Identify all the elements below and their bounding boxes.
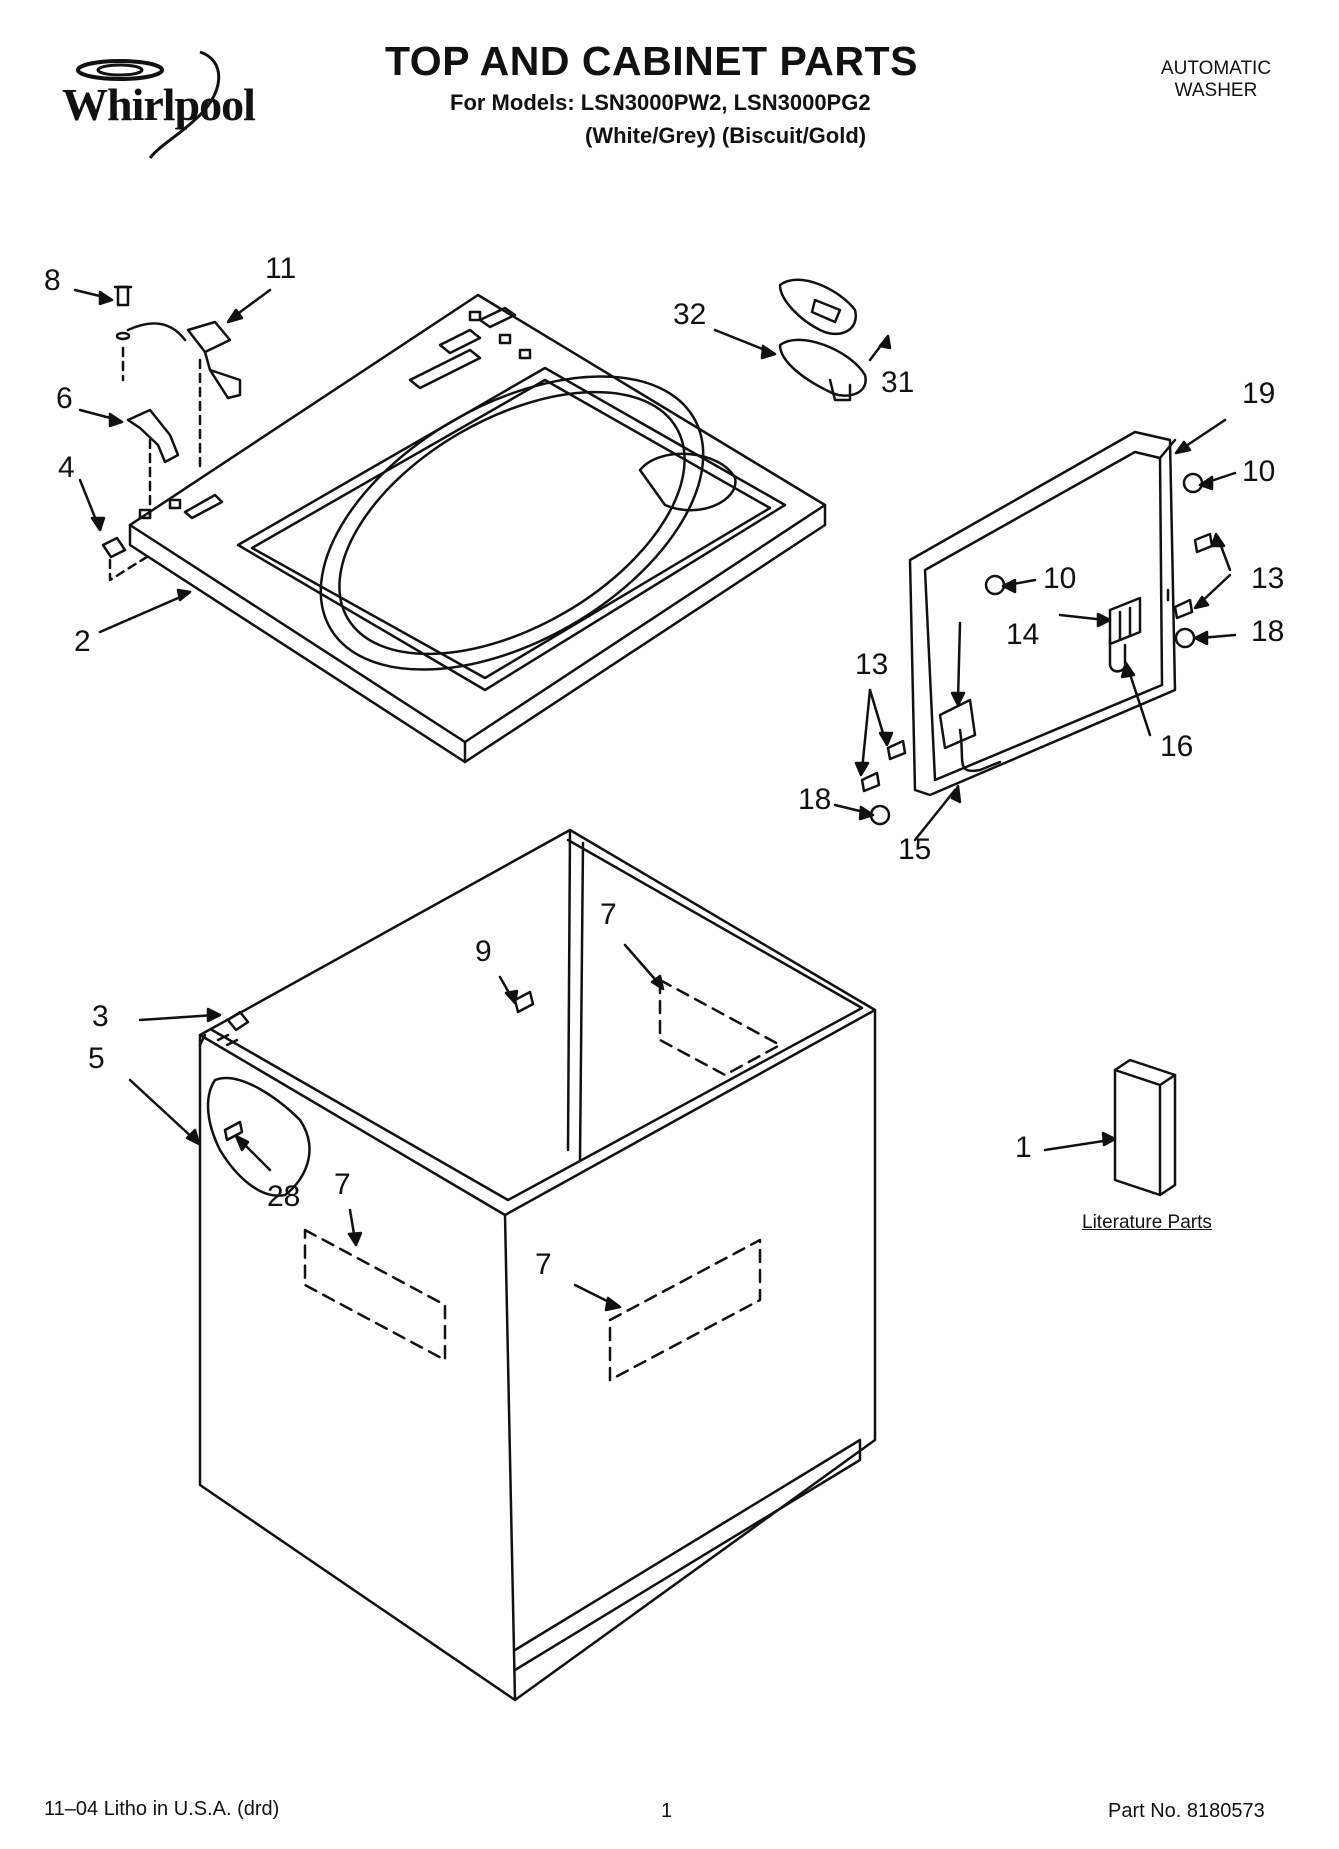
callout-2: 2 bbox=[74, 625, 91, 658]
callout-28: 28 bbox=[267, 1180, 301, 1213]
callout-1: 1 bbox=[1015, 1131, 1032, 1164]
callout-8: 8 bbox=[44, 264, 61, 297]
clip-nut-drawing bbox=[101, 536, 152, 582]
callout-11: 11 bbox=[265, 252, 297, 285]
page-title: TOP AND CABINET PARTS bbox=[385, 38, 918, 84]
callout-13-right: 13 bbox=[1251, 562, 1285, 595]
callout-10-right: 10 bbox=[1242, 455, 1276, 488]
callout-4: 4 bbox=[58, 451, 75, 484]
literature-drawing bbox=[1113, 1058, 1177, 1197]
footer-litho: 11–04 Litho in U.S.A. (drd) bbox=[44, 1798, 280, 1820]
callout-14: 14 bbox=[1006, 618, 1040, 651]
leader-lines bbox=[73, 288, 1237, 1312]
callout-10-left: 10 bbox=[1043, 562, 1077, 595]
callout-5: 5 bbox=[88, 1042, 105, 1075]
hinge-clip-drawing bbox=[126, 408, 180, 522]
callout-19: 19 bbox=[1242, 377, 1276, 410]
product-type-line1: AUTOMATIC bbox=[1160, 58, 1272, 79]
page-number: 1 bbox=[661, 1800, 673, 1822]
callout-3: 3 bbox=[92, 1000, 109, 1033]
callout-31: 31 bbox=[881, 366, 915, 399]
washer-top-drawing bbox=[128, 293, 827, 764]
callout-9: 9 bbox=[475, 935, 492, 968]
cabinet-drawing bbox=[198, 828, 877, 1702]
callout-18-right: 18 bbox=[1251, 615, 1285, 648]
callout-6: 6 bbox=[56, 382, 73, 415]
whirlpool-logo bbox=[76, 50, 221, 159]
callout-7-back: 7 bbox=[600, 898, 617, 931]
callout-15: 15 bbox=[898, 833, 932, 866]
callout-13-left: 13 bbox=[855, 648, 889, 681]
part-number: Part No. 8180573 bbox=[1108, 1800, 1265, 1822]
dispenser-cap-drawing bbox=[778, 278, 867, 402]
product-type: AUTOMATIC WASHER bbox=[1146, 58, 1286, 102]
lid-drawing bbox=[860, 430, 1214, 826]
callout-18-left: 18 bbox=[798, 783, 832, 816]
callout-32: 32 bbox=[673, 298, 707, 331]
callout-7-right: 7 bbox=[535, 1248, 552, 1281]
product-type-line2: WASHER bbox=[1174, 80, 1258, 101]
literature-parts-label: Literature Parts bbox=[1082, 1212, 1212, 1233]
brand-name: Whirlpool bbox=[62, 79, 256, 130]
colors-subtitle: (White/Grey) (Biscuit/Gold) bbox=[585, 123, 867, 148]
models-subtitle: For Models: LSN3000PW2, LSN3000PG2 bbox=[450, 90, 871, 115]
callout-7-left: 7 bbox=[334, 1168, 351, 1201]
lid-switch-drawing bbox=[113, 285, 242, 472]
callout-16: 16 bbox=[1160, 730, 1194, 763]
